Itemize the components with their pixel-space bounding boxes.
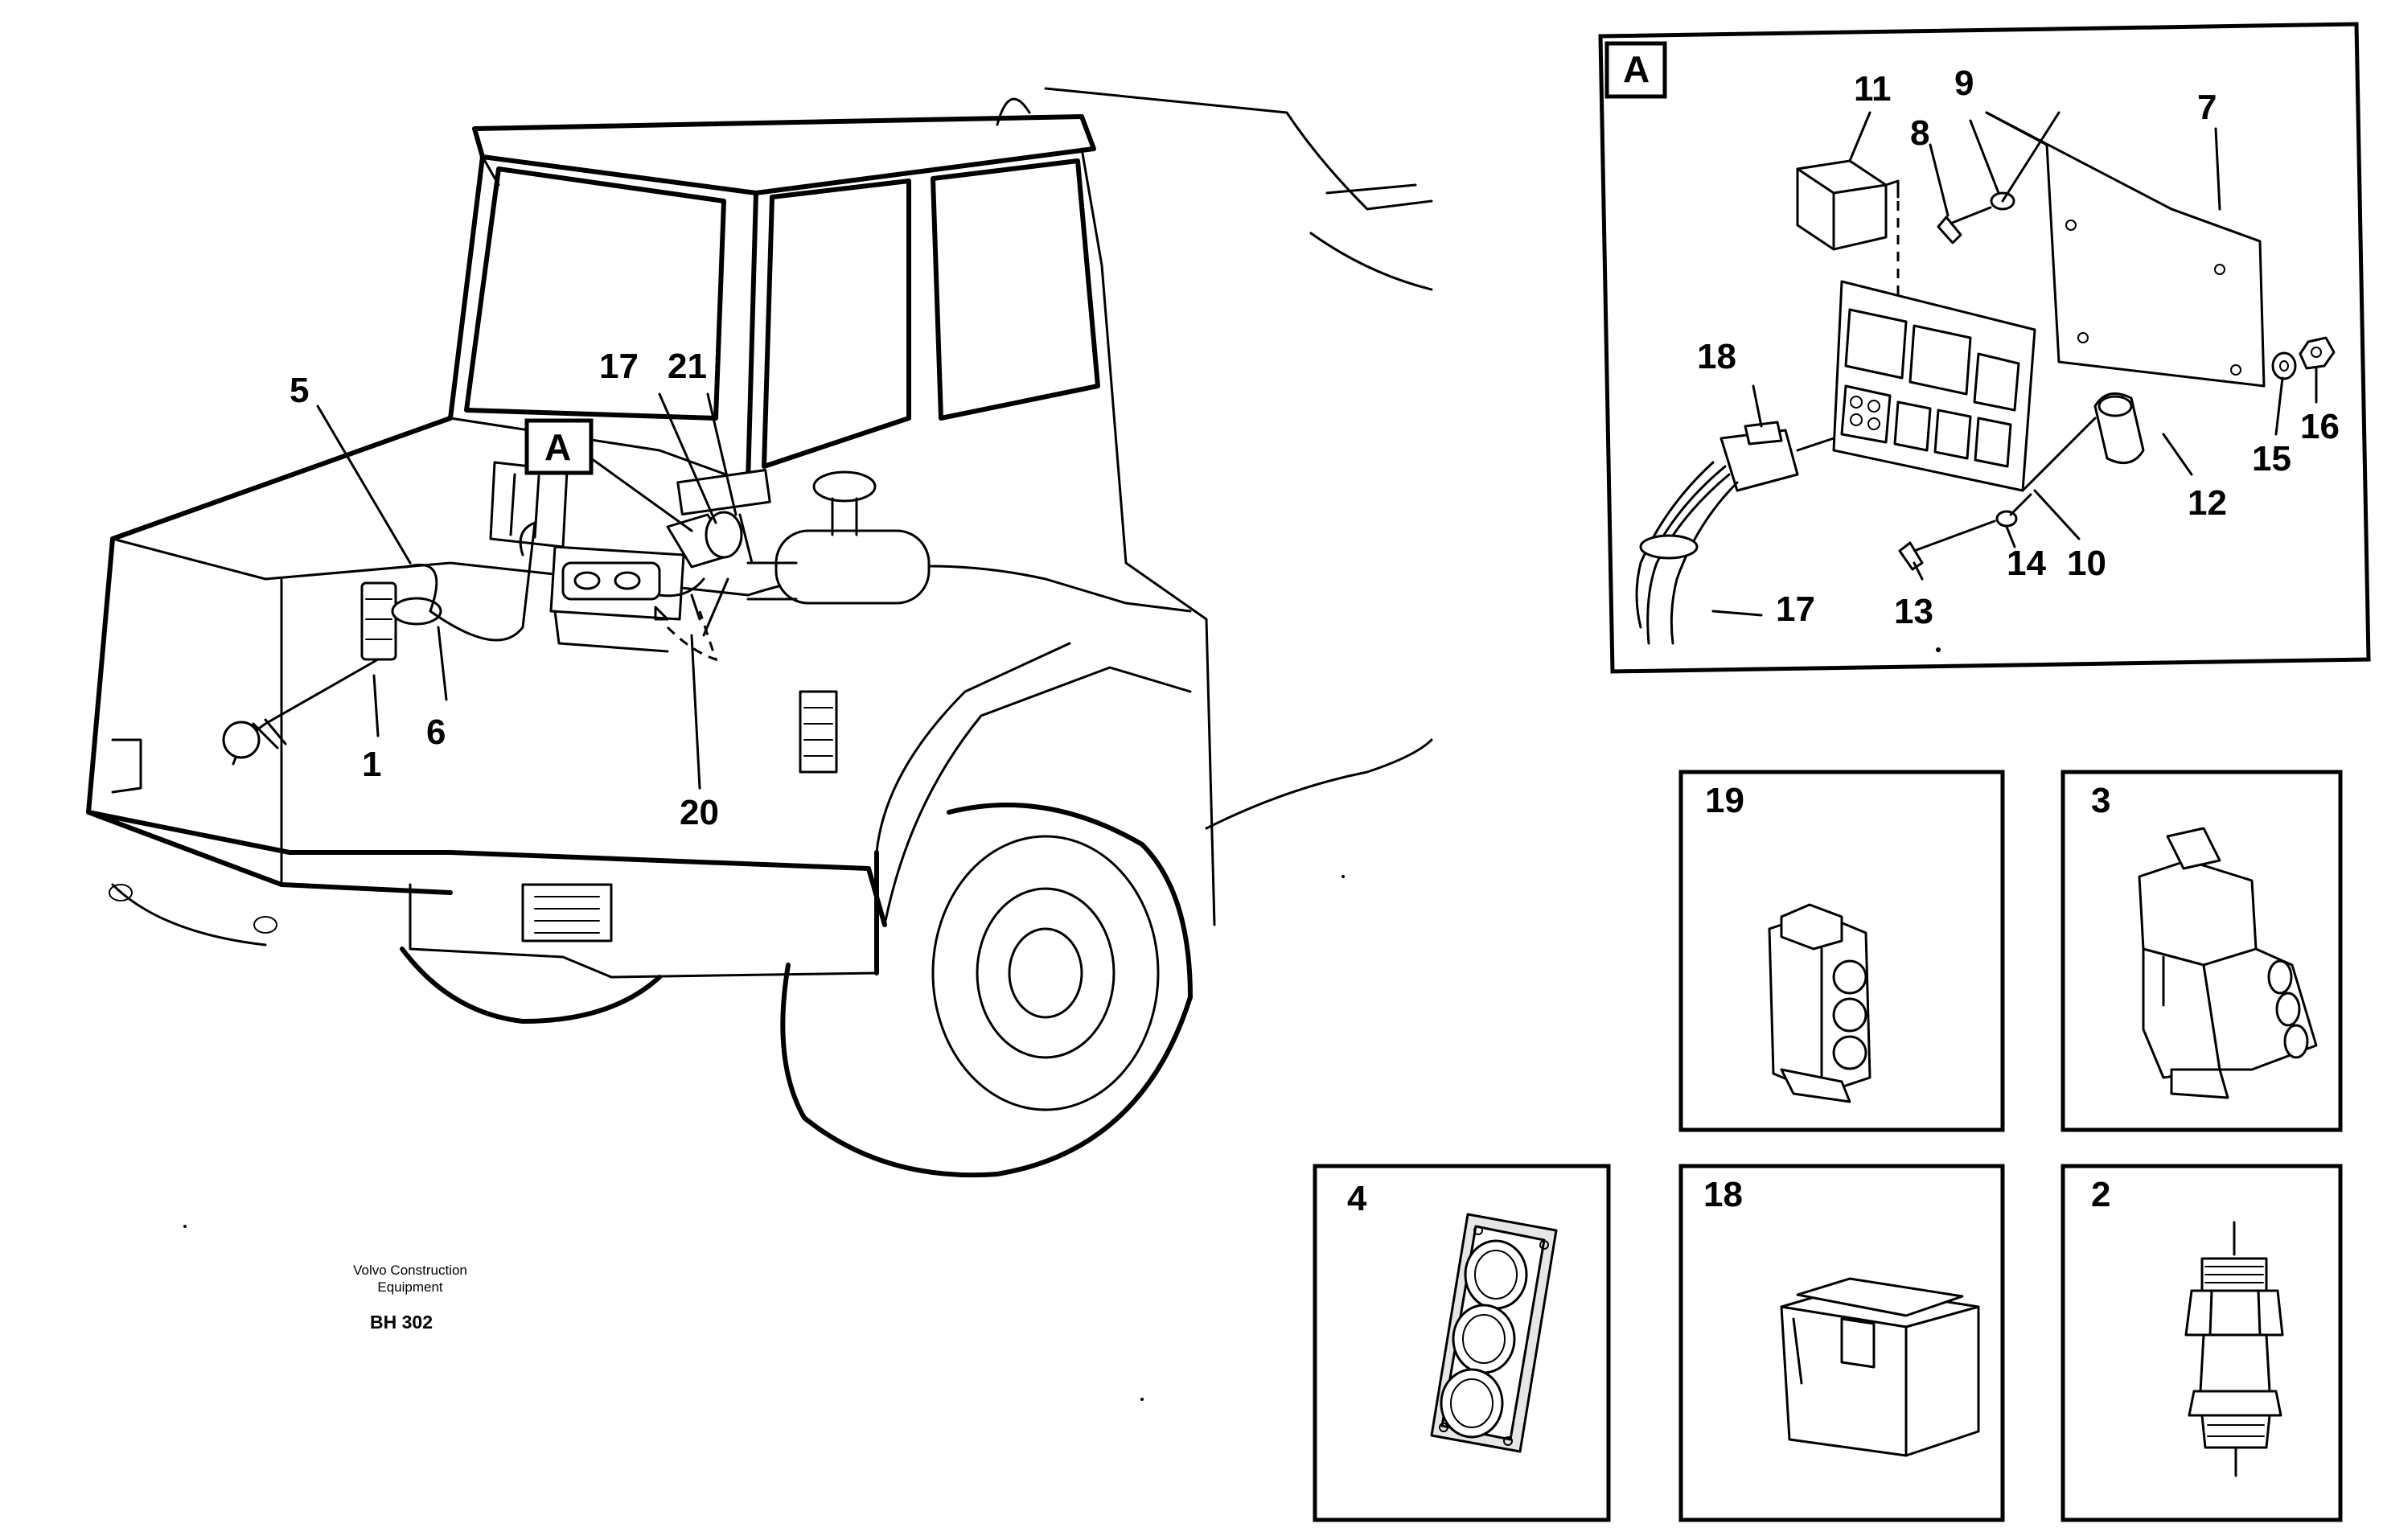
callout-5: 5 (290, 371, 309, 410)
inset-18-connector-housing: 18 (1678, 1164, 2005, 1522)
part-label-10: 10 (2067, 544, 2106, 583)
callout-17: 17 (599, 347, 639, 386)
scan-specks (183, 647, 1941, 1401)
inset-label-19: 19 (1705, 781, 1744, 820)
inset-label-4: 4 (1347, 1179, 1367, 1218)
inset-19-connector-housing: 19 (1678, 770, 2005, 1132)
callout-1: 1 (362, 745, 381, 784)
part-label-8: 8 (1910, 113, 1929, 153)
inset-label-3: 3 (2091, 781, 2110, 820)
credit-line-1: Volvo Construction (353, 1263, 467, 1278)
publisher-credit: Volvo Construction Equipment BH 302 (353, 1263, 467, 1333)
part-label-17: 17 (1776, 589, 1815, 629)
callout-20: 20 (680, 793, 719, 832)
main-callouts: 5 1 6 17 21 20 A (290, 347, 719, 832)
inset-3-connector-housing: 3 (2060, 770, 2343, 1132)
inset-2-pressure-switch: 2 (2060, 1164, 2343, 1522)
detail-a-reference-box (524, 418, 594, 475)
callout-21: 21 (668, 347, 707, 386)
callout-6: 6 (426, 713, 446, 752)
detail-a-label-box (1604, 41, 1667, 99)
credit-line-2: Equipment (377, 1279, 443, 1295)
part-label-15: 15 (2252, 439, 2291, 478)
part-label-16: 16 (2300, 407, 2340, 446)
part-label-7: 7 (2197, 88, 2217, 127)
part-label-14: 14 (2007, 544, 2046, 583)
inset-4-grommet-plate: 4 (1313, 1164, 1611, 1522)
inset-label-18: 18 (1703, 1175, 1743, 1214)
part-label-13: 13 (1894, 592, 1933, 631)
articulated-hauler-drawing (86, 87, 1433, 1178)
inset-label-2: 2 (2091, 1175, 2110, 1214)
part-label-18: 18 (1697, 337, 1736, 376)
callout-a: A (544, 426, 571, 468)
part-label-11: 11 (1854, 69, 1892, 109)
detail-a-panel: A (1598, 22, 2371, 674)
drawing-code: BH 302 (370, 1312, 433, 1333)
part-label-12: 12 (2188, 483, 2227, 523)
part-label-9: 9 (1954, 64, 1974, 103)
detail-a-label: A (1623, 48, 1650, 90)
